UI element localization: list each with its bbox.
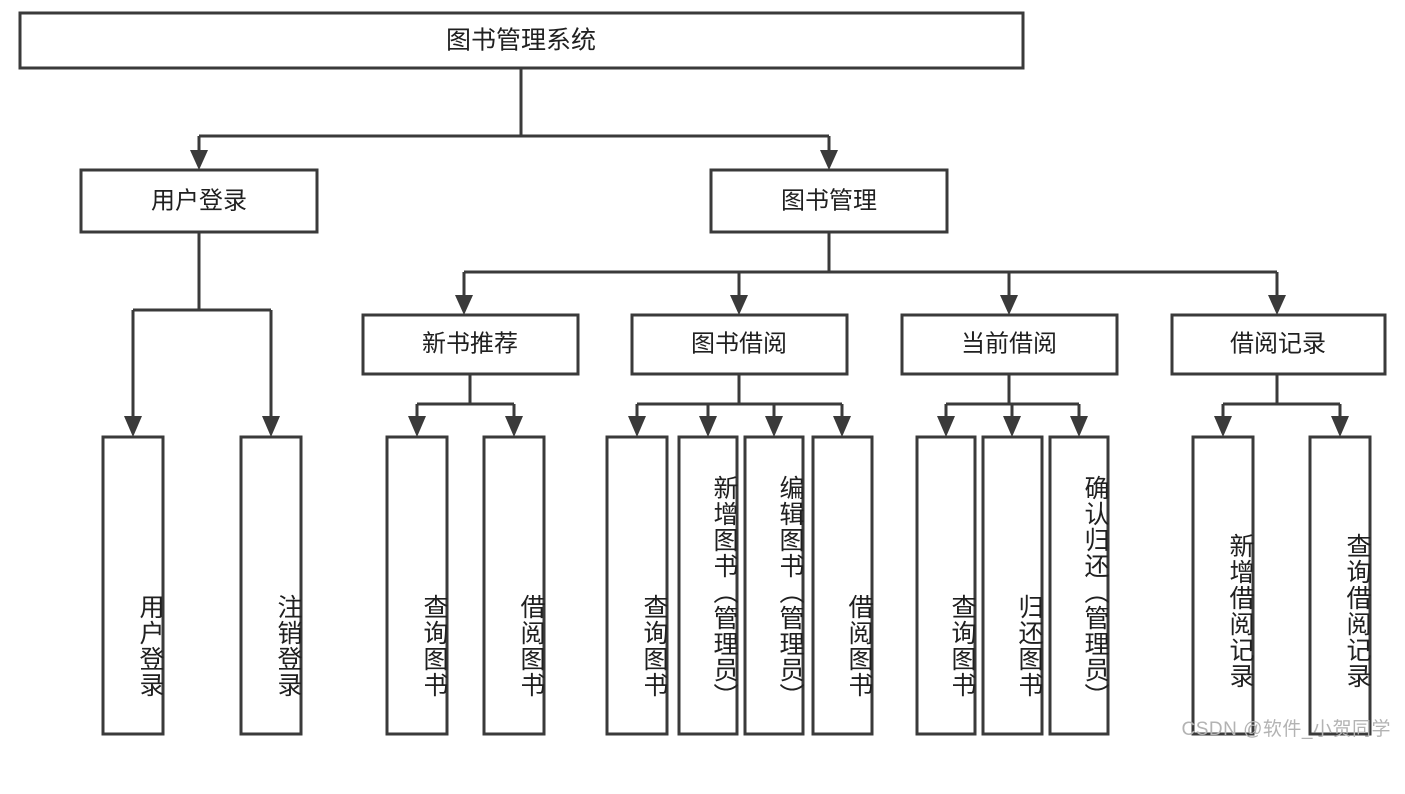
arrow-to-leaf-borrow-book-1 <box>505 416 523 437</box>
node-root-box[interactable] <box>18 11 1025 70</box>
arrow-to-user-login <box>190 150 208 170</box>
connector-root-trunk <box>197 68 831 152</box>
node-leaf-logout-box[interactable] <box>239 435 303 736</box>
arrow-to-leaf-query-book-3 <box>937 416 955 437</box>
node-leaf-return-book-box[interactable] <box>981 435 1044 736</box>
node-borrow-record-box[interactable] <box>1170 313 1387 376</box>
node-book-management-label: 图书管理 <box>781 187 877 214</box>
hierarchy-diagram: 图书管理系统 用户登录 图书管理 新书推荐 图书借阅 当前借阅 借阅记录 <box>18 11 1387 736</box>
node-root-label: 图书管理系统 <box>446 27 596 55</box>
node-new-book-recommend-label: 新书推荐 <box>422 330 518 357</box>
arrow-to-new-book-recommend <box>455 295 473 315</box>
arrow-to-leaf-add-record <box>1214 416 1232 437</box>
node-leaf-query-book-2-box[interactable] <box>605 435 669 736</box>
node-new-book-recommend[interactable]: 新书推荐 <box>361 313 580 376</box>
node-new-book-recommend-box[interactable] <box>361 313 580 376</box>
node-current-borrow-box[interactable] <box>900 313 1119 376</box>
node-leaf-query-record-box[interactable] <box>1308 435 1372 736</box>
node-borrow-record[interactable]: 借阅记录 <box>1170 313 1387 376</box>
connector-borrow-record-trunk <box>1221 374 1342 418</box>
connector-current-borrow-trunk <box>944 374 1081 418</box>
node-book-borrow[interactable]: 图书借阅 <box>630 313 849 376</box>
arrow-to-leaf-edit-book <box>765 416 783 437</box>
node-book-borrow-label: 图书借阅 <box>691 330 787 357</box>
arrow-to-leaf-user-login <box>124 416 142 437</box>
arrow-to-borrow-record <box>1268 295 1286 315</box>
node-root[interactable]: 图书管理系统 <box>18 11 1025 70</box>
connector-user-login-trunk <box>131 232 273 418</box>
node-current-borrow[interactable]: 当前借阅 <box>900 313 1119 376</box>
node-book-management-box[interactable] <box>709 168 949 234</box>
node-user-login[interactable]: 用户登录 <box>79 168 319 234</box>
arrow-to-book-management <box>820 150 838 170</box>
node-book-borrow-box[interactable] <box>630 313 849 376</box>
arrow-to-book-borrow <box>730 295 748 315</box>
arrow-to-leaf-add-book <box>699 416 717 437</box>
arrow-to-leaf-logout <box>262 416 280 437</box>
node-leaf-add-book-box[interactable] <box>677 435 739 736</box>
arrow-to-leaf-borrow-book-2 <box>833 416 851 437</box>
diagram-canvas: 图书管理系统 用户登录 图书管理 新书推荐 图书借阅 当前借阅 借阅记录 <box>18 11 1391 740</box>
node-leaf-query-book-1-box[interactable] <box>385 435 449 736</box>
connector-new-book-recommend-trunk <box>415 374 516 418</box>
arrow-to-leaf-query-record <box>1331 416 1349 437</box>
node-leaf-add-record-box[interactable] <box>1191 435 1255 736</box>
connector-book-management-trunk <box>462 232 1279 297</box>
node-leaf-borrow-book-1-box[interactable] <box>482 435 546 736</box>
node-book-management[interactable]: 图书管理 <box>709 168 949 234</box>
node-current-borrow-label: 当前借阅 <box>961 330 1057 357</box>
arrow-to-leaf-query-book-2 <box>628 416 646 437</box>
watermark-text: CSDN @软件_小贺同学 <box>1181 719 1391 740</box>
node-leaf-query-book-3-box[interactable] <box>915 435 977 736</box>
arrow-to-leaf-return-book <box>1003 416 1021 437</box>
arrow-to-leaf-query-book-1 <box>408 416 426 437</box>
node-leaf-confirm-return-box[interactable] <box>1048 435 1110 736</box>
connector-book-borrow-trunk <box>635 374 844 418</box>
node-leaf-borrow-book-2-box[interactable] <box>811 435 874 736</box>
node-borrow-record-label: 借阅记录 <box>1230 330 1326 357</box>
node-leaf-user-login-box[interactable] <box>101 435 165 736</box>
arrow-to-leaf-confirm-return <box>1070 416 1088 437</box>
node-user-login-label: 用户登录 <box>151 187 247 214</box>
node-user-login-box[interactable] <box>79 168 319 234</box>
arrow-to-current-borrow <box>1000 295 1018 315</box>
node-leaf-edit-book-box[interactable] <box>743 435 805 736</box>
